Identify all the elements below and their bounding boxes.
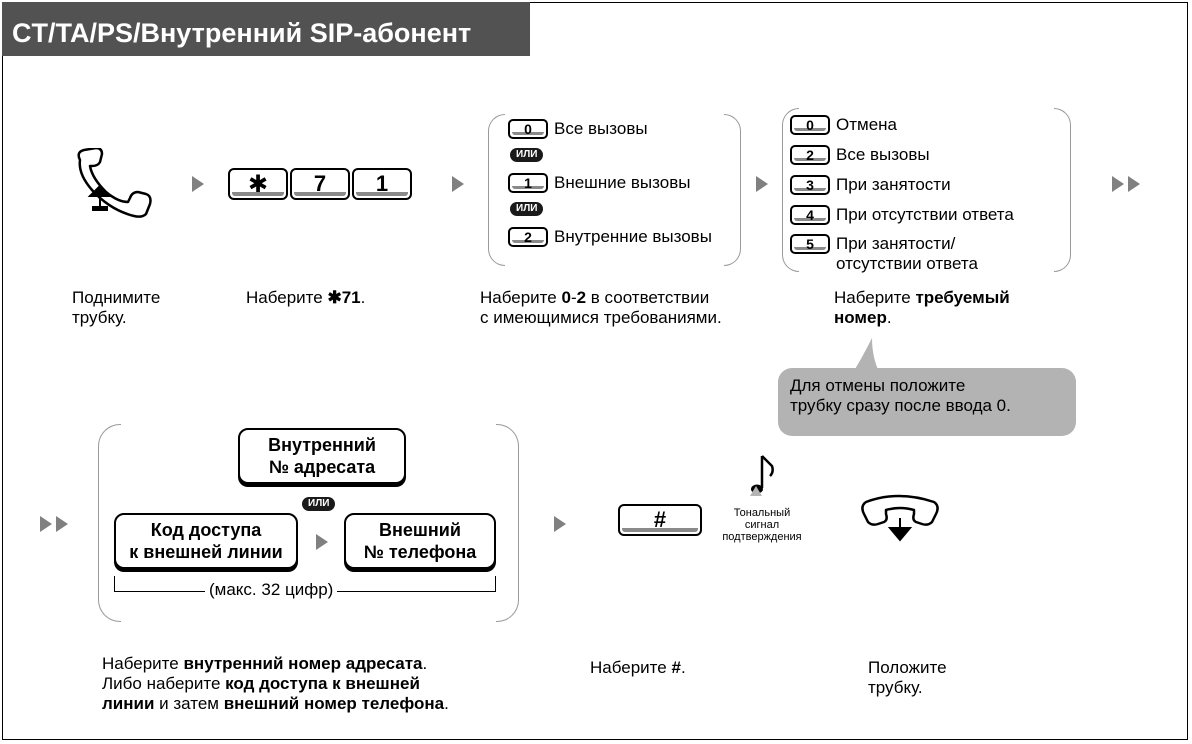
option-label: При занятости/ отсутствии ответа [836, 234, 978, 274]
step-arrow [192, 176, 204, 192]
option-row: 2 Внутренние вызовы [508, 226, 712, 248]
step-dial-star71: Наберите ✱71. [246, 288, 366, 307]
bracket-left [488, 114, 505, 266]
handset-on-hook-icon [861, 494, 939, 542]
continue-arrow [40, 516, 52, 532]
step-arrow [756, 176, 768, 192]
continue-arrow [1112, 176, 1124, 192]
forward-type-options: 0 Отмена 2 Все вызовы 3 При занятости 4 … [790, 114, 1060, 274]
continue-arrow [1128, 176, 1140, 192]
option-label: При отсутствии ответа [836, 205, 1014, 224]
key-1: 1 [352, 168, 412, 200]
step-dial-required: Наберите требуемый номер. [834, 288, 1010, 327]
or-badge: ИЛИ [302, 497, 336, 511]
option-label-line: отсутствии ответа [836, 254, 978, 273]
option-row: 5 При занятости/ отсутствии ответа [790, 234, 978, 273]
option-label: Внешние вызовы [554, 173, 691, 192]
or-badge: ИЛИ [510, 202, 544, 216]
callout-pointer [852, 338, 880, 374]
option-label-line: При занятости/ [836, 234, 956, 253]
key-0: 0 [508, 119, 548, 139]
option-label: Отмена [836, 115, 897, 134]
option-row: 2 Все вызовы [790, 144, 930, 166]
key-4: 4 [790, 205, 830, 225]
option-row: 0 Отмена [790, 114, 897, 136]
key-0: 0 [790, 115, 830, 135]
step-dial-hash: Наберите #. [590, 658, 686, 677]
key-5: 5 [790, 234, 830, 254]
page-title: CT/TA/PS/Внутренний SIP-абонент [12, 18, 472, 48]
step-arrow [452, 176, 464, 192]
option-row: 3 При занятости [790, 174, 951, 196]
step-dial-0-2: Наберите 0-2 в соответствии с имеющимися… [480, 288, 722, 327]
key-2: 2 [790, 145, 830, 165]
music-note-icon [750, 455, 774, 496]
key-hash: # [618, 504, 702, 536]
option-row: 0 Все вызовы [508, 118, 648, 140]
continue-arrow [56, 516, 68, 532]
title-bar: CT/TA/PS/Внутренний SIP-абонент [2, 2, 530, 56]
step-dial-destination: Наберите внутренний номер адресата. Либо… [102, 654, 449, 713]
step-arrow [554, 516, 566, 532]
option-label: Все вызовы [554, 119, 648, 138]
max-digits-label: (макс. 32 цифр) [205, 580, 338, 600]
option-label: При занятости [836, 175, 951, 194]
bracket-right [496, 424, 519, 622]
or-badge: ИЛИ [510, 148, 544, 162]
option-label: Все вызовы [836, 145, 930, 164]
step-arrow [316, 534, 328, 550]
option-row: 4 При отсутствии ответа [790, 204, 1014, 226]
key-7: 7 [290, 168, 350, 200]
call-type-options: 0 Все вызовы ИЛИ 1 Внешние вызовы ИЛИ 2 … [508, 118, 728, 258]
key-2: 2 [508, 227, 548, 247]
option-row: 1 Внешние вызовы [508, 172, 690, 194]
key-1: 1 [508, 173, 548, 193]
key-star: ✱ [228, 168, 288, 200]
key-3: 3 [790, 175, 830, 195]
handset-off-hook-icon [77, 148, 152, 218]
option-label: Внутренние вызовы [554, 227, 712, 246]
